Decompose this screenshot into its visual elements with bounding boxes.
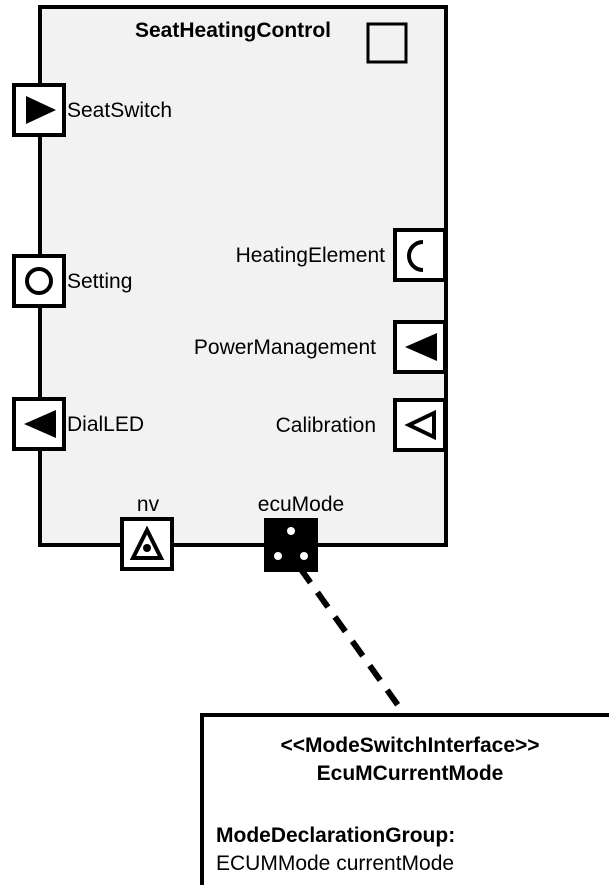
receiver-triangle-icon [26,96,56,124]
port-label-power-management: PowerManagement [194,336,376,359]
port-dial-led[interactable] [12,397,66,451]
nvdata-dot-icon [143,544,151,552]
calibration-triangle-icon [404,409,436,441]
port-label-dial-led: DialLED [67,413,144,436]
port-calibration[interactable] [393,398,447,452]
mode-group-value: ECUMMode currentMode [216,852,454,875]
client-arc-icon [407,240,424,272]
mode-connector-line [297,566,408,717]
port-label-seat-switch: SeatSwitch [67,99,172,122]
port-ecu-mode[interactable] [264,518,318,572]
sender-triangle-icon [24,410,56,438]
port-nv[interactable] [120,517,174,571]
interface-name: EcuMCurrentMode [317,762,504,785]
mode-dot-icon [287,527,295,535]
port-label-nv: nv [137,493,160,516]
mode-dot-icon [274,552,282,560]
mode-dot-icon [300,552,308,560]
port-power-management[interactable] [393,320,447,374]
port-label-ecu-mode: ecuMode [258,493,344,516]
server-circle-icon [25,267,53,295]
interface-box[interactable] [200,713,609,885]
port-heating-element[interactable] [393,228,447,282]
port-label-calibration: Calibration [276,414,376,437]
nvdata-triangle-icon [129,525,165,560]
component-body[interactable] [38,5,448,547]
port-label-setting: Setting [67,270,132,293]
mode-group-heading: ModeDeclarationGroup: [216,824,455,847]
component-icon [366,22,408,64]
port-seat-switch[interactable] [12,83,66,137]
sender-triangle-icon [405,333,437,361]
component-title: SeatHeatingControl [135,19,331,42]
port-label-heating-element: HeatingElement [236,244,386,267]
interface-stereotype: <<ModeSwitchInterface>> [280,734,539,757]
port-setting[interactable] [12,254,66,308]
